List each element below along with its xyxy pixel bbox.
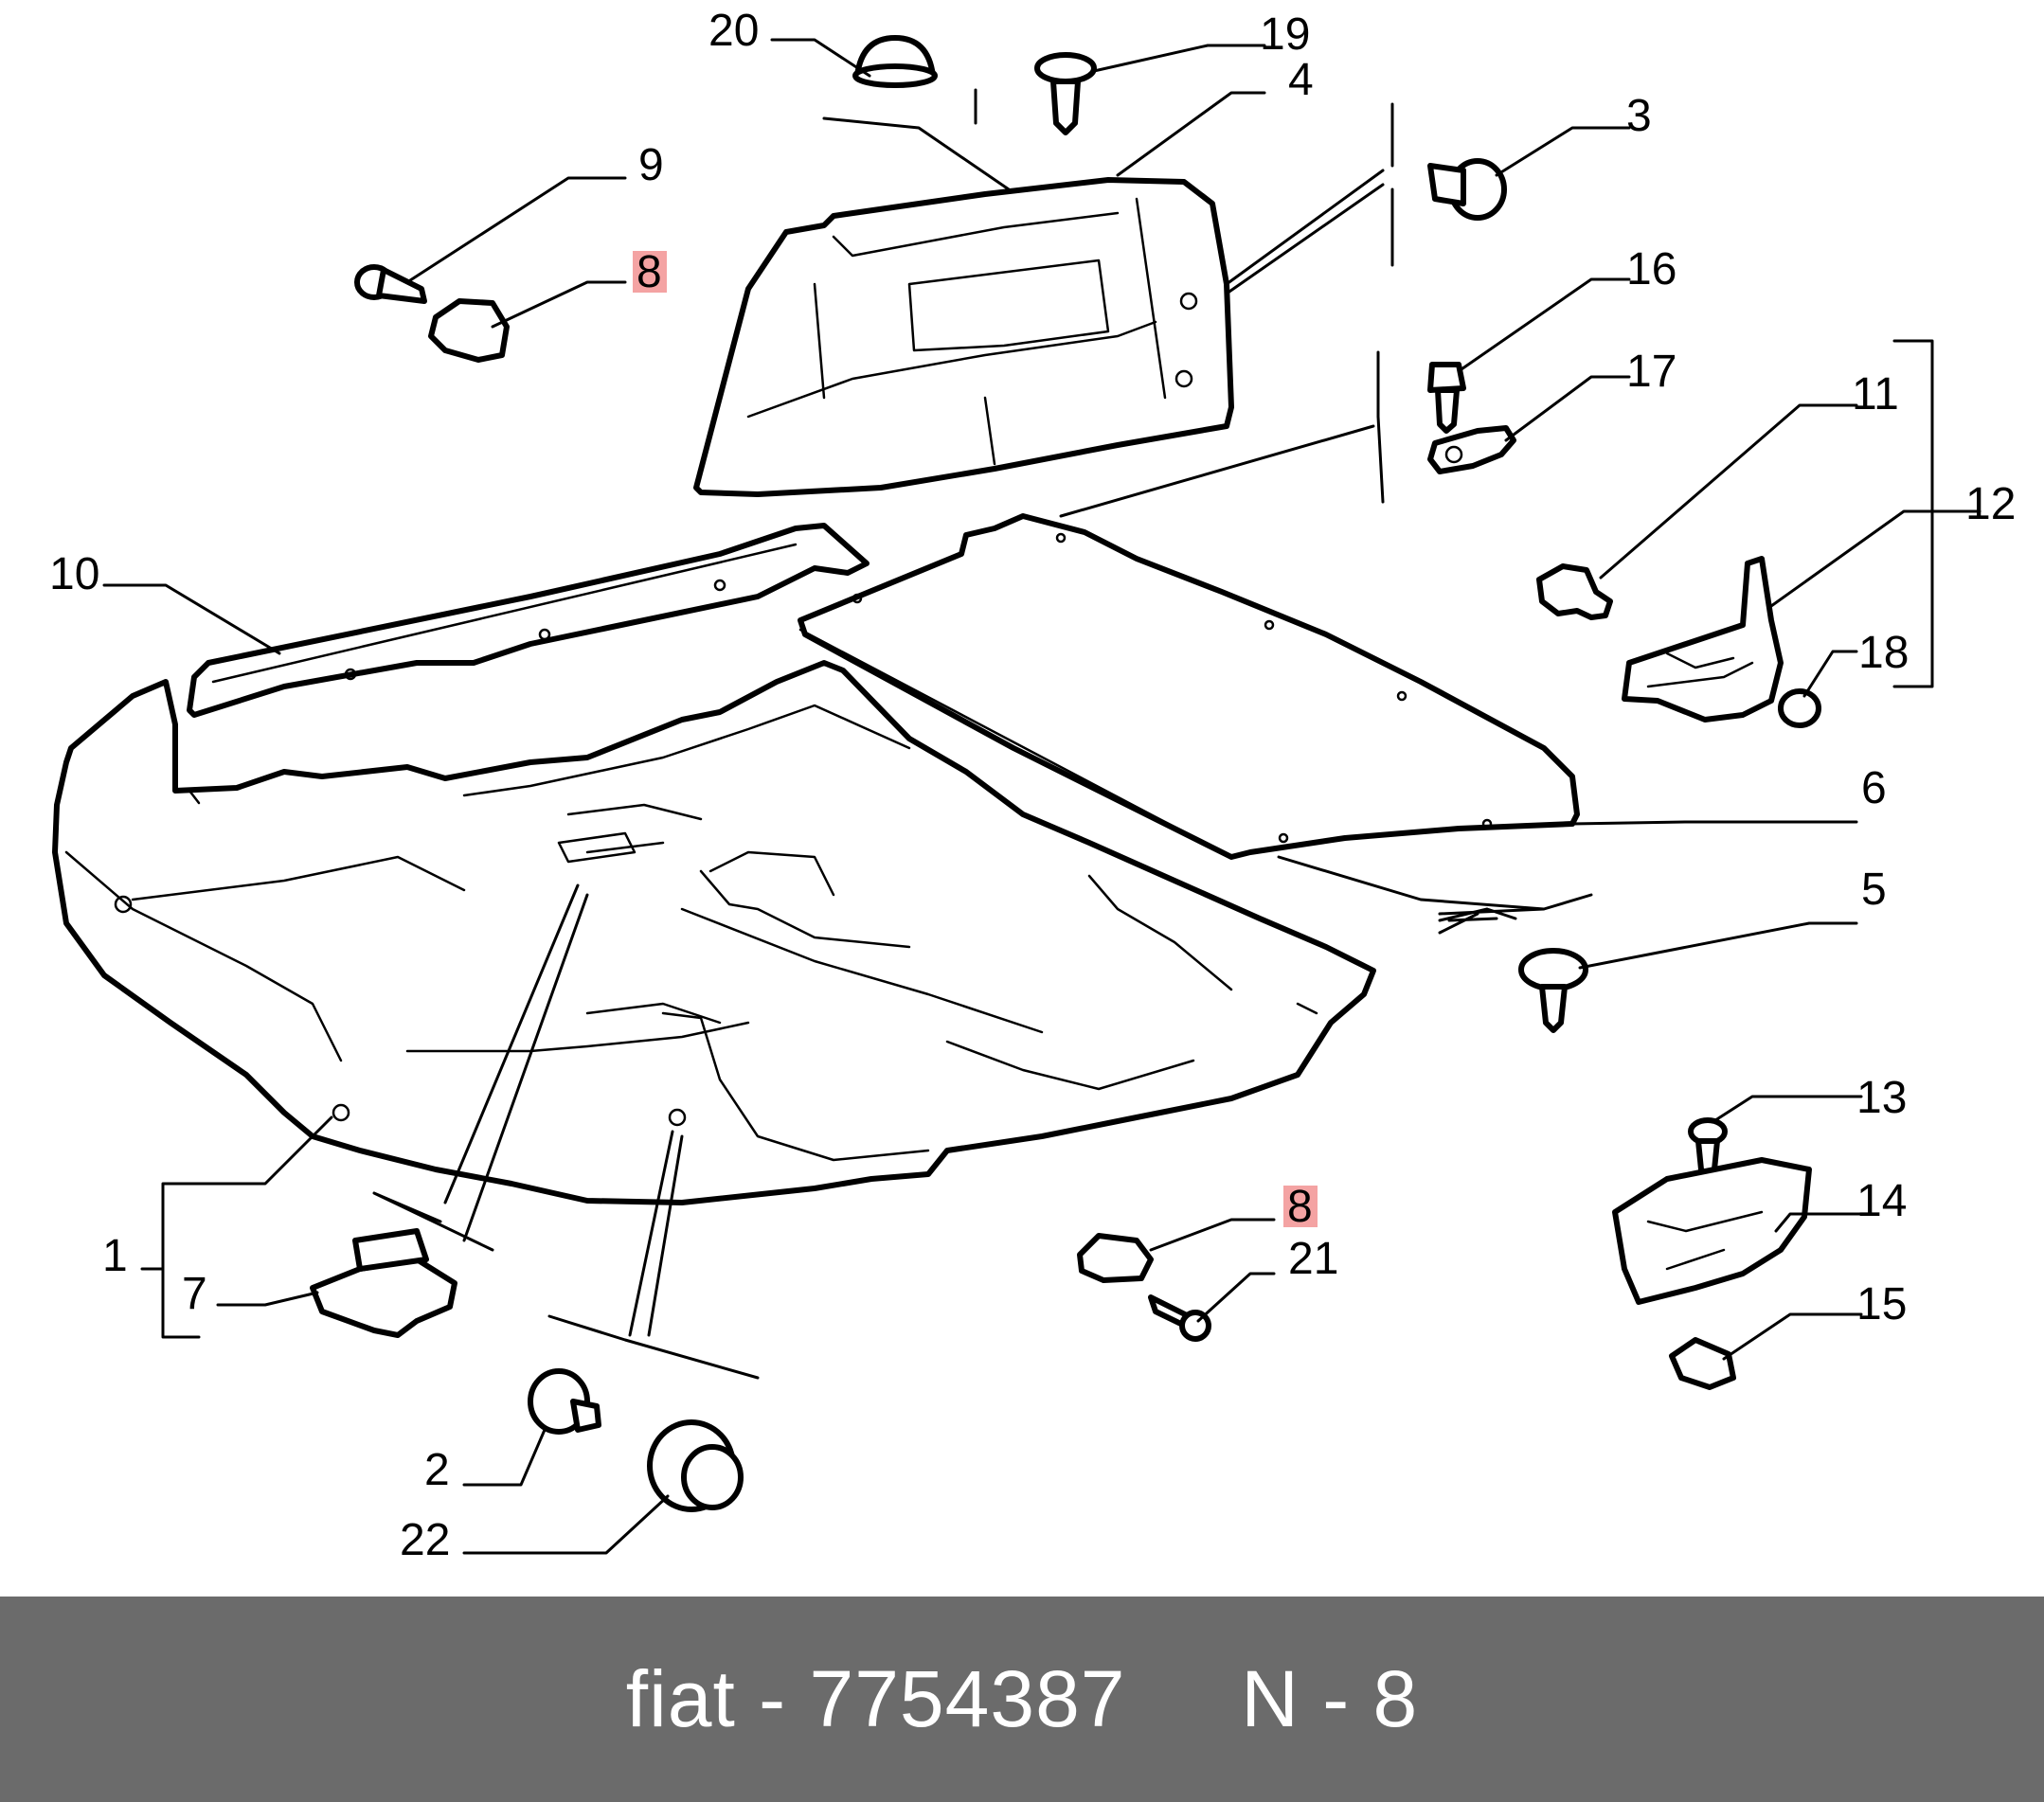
callout-8-bottom-highlight [1283,1186,1318,1227]
part-14-bracket [1612,1157,1812,1305]
part-15-clip-nut [1669,1337,1736,1390]
callout-6: 6 [1861,763,1887,813]
callout-5: 5 [1861,865,1887,915]
callout-22: 22 [400,1515,450,1565]
callout-14: 14 [1856,1176,1907,1226]
side-trim-panel [693,177,1234,497]
part-2-push-clip [528,1368,601,1435]
callout-12: 12 [1965,479,2016,529]
sill-trim-strip [187,523,870,718]
part-18-cap [1778,688,1821,728]
footer-bar: fiat - 7754387 N - 8 [0,1597,2044,1802]
callout-7: 7 [182,1269,207,1319]
callout-8-top-highlight [633,251,667,293]
part-17-bracket [1427,425,1516,474]
callout-2: 2 [424,1445,450,1495]
floor-carpet [52,660,1376,1205]
callout-21: 21 [1288,1234,1338,1284]
callout-20: 20 [708,6,759,56]
part-8-bottom-grommet [1077,1233,1154,1283]
callout-1: 1 [102,1231,128,1281]
part-22-grommet [647,1419,744,1512]
part-16-bolt [1427,362,1466,434]
callout-3: 3 [1626,91,1652,141]
callout-15: 15 [1856,1279,1907,1329]
callout-18: 18 [1858,628,1909,678]
part-20-cap [852,35,938,88]
part-3-push-clip [1427,158,1507,221]
part-11-clip [1536,563,1613,620]
callout-19: 19 [1260,9,1310,60]
callout-8-bottom: 8 [1287,1182,1313,1232]
callout-4: 4 [1288,55,1314,105]
part-13-screw [1688,1117,1728,1179]
part-12-hook-bracket [1622,556,1784,723]
callout-11: 11 [1852,369,1899,419]
part-7-clip [310,1228,457,1338]
part-number-caption: fiat - 7754387 N - 8 [625,1654,1419,1743]
callout-17: 17 [1626,347,1676,397]
callout-13: 13 [1856,1073,1907,1123]
part-8-top-grommet [428,298,510,363]
load-floor-board [798,513,1580,860]
part-19-push-clip [1034,52,1097,135]
callout-9: 9 [638,140,664,190]
leader-lines [102,38,1981,1555]
exploded-parts-diagram: 20 19 4 3 9 8 16 17 11 12 18 10 6 5 13 1… [49,6,2016,1565]
part-5-push-clip [1518,948,1588,1033]
callout-8-top: 8 [637,247,662,297]
callout-10: 10 [49,549,99,599]
part-9-screw [354,264,427,304]
callout-16: 16 [1626,244,1676,294]
